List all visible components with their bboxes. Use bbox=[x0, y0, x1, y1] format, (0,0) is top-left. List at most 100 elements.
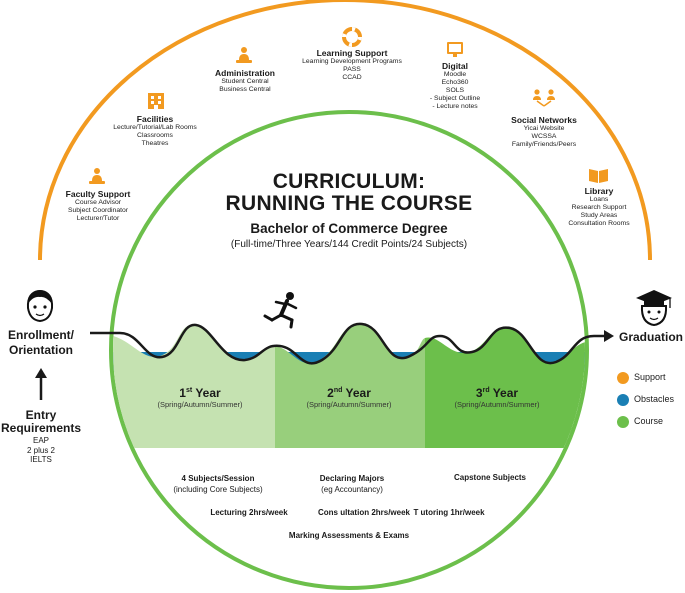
support-facilities: Facilities Lecture/Tutorial/Lab Rooms Cl… bbox=[113, 114, 197, 148]
support-line: PASS bbox=[343, 66, 361, 73]
subjects-note: 4 Subjects/Session (including Core Subje… bbox=[173, 473, 262, 495]
support-line: Consultation Rooms bbox=[568, 220, 630, 227]
legend-dot-course bbox=[617, 416, 629, 428]
year-2-block bbox=[275, 323, 425, 448]
year-sup: st bbox=[185, 387, 193, 394]
tutoring-note: T utoring 1hr/week bbox=[413, 508, 485, 517]
year-1-block bbox=[113, 324, 275, 448]
legend-obstacles: Obstacles bbox=[634, 394, 675, 404]
support-title: Learning Support bbox=[316, 48, 388, 58]
year-num: 1 bbox=[179, 386, 186, 400]
support-title: Social Networks bbox=[511, 115, 577, 125]
year-3-block bbox=[425, 327, 585, 448]
legend-course: Course bbox=[634, 416, 664, 426]
marking-note: Marking Assessments & Exams bbox=[288, 531, 410, 540]
legend-support: Support bbox=[634, 372, 666, 382]
support-line: Yicai Website bbox=[523, 125, 565, 132]
people-network-icon bbox=[533, 89, 555, 107]
graduation-label: Graduation bbox=[619, 330, 684, 344]
support-line: Business Central bbox=[219, 86, 271, 93]
support-line: Family/Friends/Peers bbox=[511, 141, 577, 148]
title-line-2: RUNNING THE COURSE bbox=[225, 192, 473, 215]
support-line: Lecture/Tutorial/Lab Rooms bbox=[113, 124, 197, 131]
majors-line-2: (eg Accountancy) bbox=[321, 485, 383, 494]
support-digital: Digital Moodle Echo360 SOLS - Subject Ou… bbox=[430, 61, 480, 111]
support-title: Digital bbox=[442, 61, 468, 71]
enrollment-line-1: Enrollment/ bbox=[7, 328, 75, 342]
year-3-label: 3rd Year (Spring/Autumn/Summer) bbox=[454, 386, 539, 409]
entry-line-2: Requirements bbox=[0, 421, 82, 435]
course-path-line bbox=[90, 322, 604, 365]
subjects-line-2: (including Core Subjects) bbox=[173, 485, 263, 494]
support-line: SOLS bbox=[445, 87, 465, 94]
year-word: Year bbox=[345, 386, 371, 400]
enrollment-label: Enrollment/ Orientation bbox=[8, 328, 74, 358]
support-title: Faculty Support bbox=[65, 189, 131, 199]
legend-dot-support bbox=[617, 372, 629, 384]
support-line: Student Central bbox=[221, 78, 269, 85]
year-word: Year bbox=[195, 386, 221, 400]
majors-note: Declaring Majors (eg Accountancy) bbox=[320, 473, 384, 495]
support-line: CCAD bbox=[342, 74, 362, 81]
support-social: Social Networks Yicai Website WCSSA Fami… bbox=[511, 115, 577, 149]
support-line: - Lecture notes bbox=[432, 103, 478, 110]
entry-item: 2 plus 2 bbox=[26, 445, 56, 455]
support-faculty: Faculty Support Course Advisor Subject C… bbox=[66, 189, 131, 223]
enrollment-line-2: Orientation bbox=[8, 343, 74, 357]
year-sessions: (Spring/Autumn/Summer) bbox=[157, 400, 243, 409]
support-arc bbox=[38, 0, 652, 261]
year-num: 3 bbox=[475, 386, 483, 400]
graduate-face-icon bbox=[636, 290, 672, 327]
course-circle bbox=[109, 110, 589, 590]
lifebuoy-icon bbox=[342, 27, 362, 47]
title-line-1: CURRICULUM: bbox=[272, 170, 426, 193]
year-sup: rd bbox=[482, 387, 490, 394]
support-library: Library Loans Research Support Study Are… bbox=[568, 186, 629, 228]
year-word: Year bbox=[492, 386, 519, 400]
support-administration: Administration Student Central Business … bbox=[215, 68, 275, 94]
subjects-line-1: 4 Subjects/Session bbox=[181, 474, 255, 483]
person-pin-icon bbox=[236, 47, 252, 63]
degree-details: (Full-time/Three Years/144 Credit Points… bbox=[230, 239, 468, 250]
page-title: CURRICULUM: RUNNING THE COURSE bbox=[226, 171, 473, 215]
support-line: Study Areas bbox=[580, 212, 618, 219]
support-title: Administration bbox=[215, 68, 275, 78]
support-line: Theatres bbox=[141, 140, 169, 147]
support-line: - Subject Outline bbox=[429, 95, 481, 102]
runner-icon bbox=[263, 292, 298, 329]
support-line: Loans bbox=[589, 196, 609, 203]
support-line: Lecturer/Tutor bbox=[76, 215, 120, 222]
support-line: Course Advisor bbox=[74, 199, 122, 206]
legend-dot-obstacles bbox=[617, 394, 629, 406]
building-icon bbox=[148, 93, 164, 109]
support-line: Moodle bbox=[443, 71, 467, 78]
entry-line-1: Entry bbox=[25, 408, 57, 422]
support-line: Echo360 bbox=[441, 79, 469, 86]
consultation-note: Cons ultation 2hrs/week bbox=[317, 508, 411, 517]
support-line: Learning Development Programs bbox=[302, 58, 402, 65]
person-pin-icon bbox=[89, 168, 105, 184]
entry-items: EAP 2 plus 2 IELTS bbox=[27, 436, 55, 465]
support-title: Library bbox=[584, 186, 614, 196]
entry-arrow-head-icon bbox=[35, 368, 47, 378]
arrow-head-icon bbox=[604, 330, 614, 342]
support-line: Research Support bbox=[571, 204, 627, 211]
year-2-label: 2nd Year (Spring/Autumn/Summer) bbox=[306, 386, 391, 409]
support-line: Classrooms bbox=[137, 132, 173, 139]
year-1-label: 1st Year (Spring/Autumn/Summer) bbox=[157, 386, 242, 409]
student-face-icon bbox=[26, 289, 54, 323]
lecturing-note: Lecturing 2hrs/week bbox=[210, 508, 288, 517]
majors-line-1: Declaring Majors bbox=[319, 474, 385, 483]
entry-requirements-label: Entry Requirements bbox=[1, 409, 81, 435]
support-line: Subject Coordinator bbox=[67, 207, 129, 214]
support-title: Facilities bbox=[136, 114, 174, 124]
degree-name: Bachelor of Commerce Degree bbox=[250, 221, 448, 236]
monitor-icon bbox=[447, 42, 463, 57]
entry-item: IELTS bbox=[30, 455, 52, 464]
support-learning: Learning Support Learning Development Pr… bbox=[302, 48, 402, 82]
year-sessions: (Spring/Autumn/Summer) bbox=[454, 400, 540, 409]
entry-item: EAP bbox=[32, 436, 49, 445]
support-line: WCSSA bbox=[531, 133, 557, 140]
year-num: 2 bbox=[327, 386, 334, 400]
